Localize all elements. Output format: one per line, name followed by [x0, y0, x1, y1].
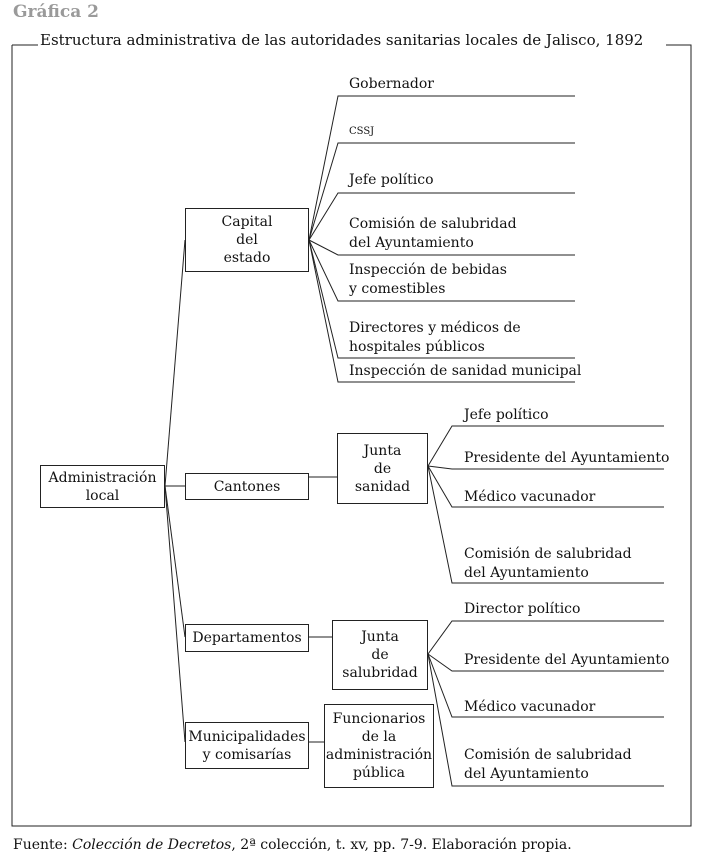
root-connector: [164, 485, 186, 638]
capital-leaf: Gobernador: [349, 76, 434, 92]
capital-leaf: Directores y médicos de hospitales públi…: [349, 320, 521, 355]
cantones-fan: [427, 465, 664, 508]
node-junta-sanidad: Junta de sanidad: [337, 433, 428, 504]
departamentos-leaf: Médico vacunador: [464, 699, 596, 715]
root-connector: [164, 239, 186, 487]
node-capital: Capital del estado: [185, 208, 309, 272]
cantones-leaf: Presidente del Ayuntamiento: [464, 450, 670, 466]
cantones-fan: [427, 465, 664, 584]
cantones-fan: [427, 465, 664, 470]
cantones-leaf: Comisión de salubridad del Ayuntamiento: [464, 546, 632, 581]
source-rest: , 2ª colección, t. xv, pp. 7-9. Elaborac…: [231, 837, 572, 853]
capital-leaf: Inspección de sanidad municipal: [349, 363, 582, 379]
root-connector: [164, 485, 186, 743]
departamentos-fan: [427, 620, 664, 655]
departamentos-leaf: Director político: [464, 601, 581, 617]
departamentos-fan: [427, 653, 664, 718]
chart-title: Estructura administrativa de las autorid…: [40, 31, 644, 49]
capital-connector: [308, 142, 575, 241]
node-cantones: Cantones: [185, 473, 309, 500]
departamentos-fan: [427, 653, 664, 787]
capital-connector: [308, 95, 575, 241]
capital-leaf: CSSJ: [349, 126, 375, 137]
capital-leaf: Jefe político: [349, 172, 434, 188]
node-municipalidades: Municipalidades y comisarías: [185, 722, 309, 769]
node-departamentos: Departamentos: [185, 624, 309, 652]
frame-left: [11, 44, 692, 827]
figure-heading: Gráfica 2: [13, 2, 99, 22]
source-prefix: Fuente:: [13, 837, 73, 853]
capital-leaf: Comisión de salubridad del Ayuntamiento: [349, 216, 517, 251]
capital-connector: [308, 239, 575, 383]
node-funcionarios: Funcionarios de la administración públic…: [324, 704, 434, 788]
node-junta-salubridad: Junta de salubridad: [332, 620, 428, 690]
node-administracion-local: Administración local: [40, 465, 165, 508]
capital-leaf: Inspección de bebidas y comestibles: [349, 262, 507, 297]
departamentos-leaf: Comisión de salubridad del Ayuntamiento: [464, 747, 632, 782]
source-title: Colección de Decretos: [72, 837, 232, 853]
departamentos-leaf: Presidente del Ayuntamiento: [464, 652, 670, 668]
capital-connector: [308, 192, 575, 241]
capital-connector: [308, 239, 575, 359]
cantones-leaf: Médico vacunador: [464, 489, 596, 505]
source-note: Fuente: Colección de Decretos, 2ª colecc…: [13, 837, 572, 853]
capital-connector: [308, 239, 575, 302]
cantones-leaf: Jefe político: [464, 407, 549, 423]
departamentos-fan: [427, 653, 664, 672]
cantones-fan: [427, 425, 664, 467]
capital-connector: [308, 239, 575, 256]
